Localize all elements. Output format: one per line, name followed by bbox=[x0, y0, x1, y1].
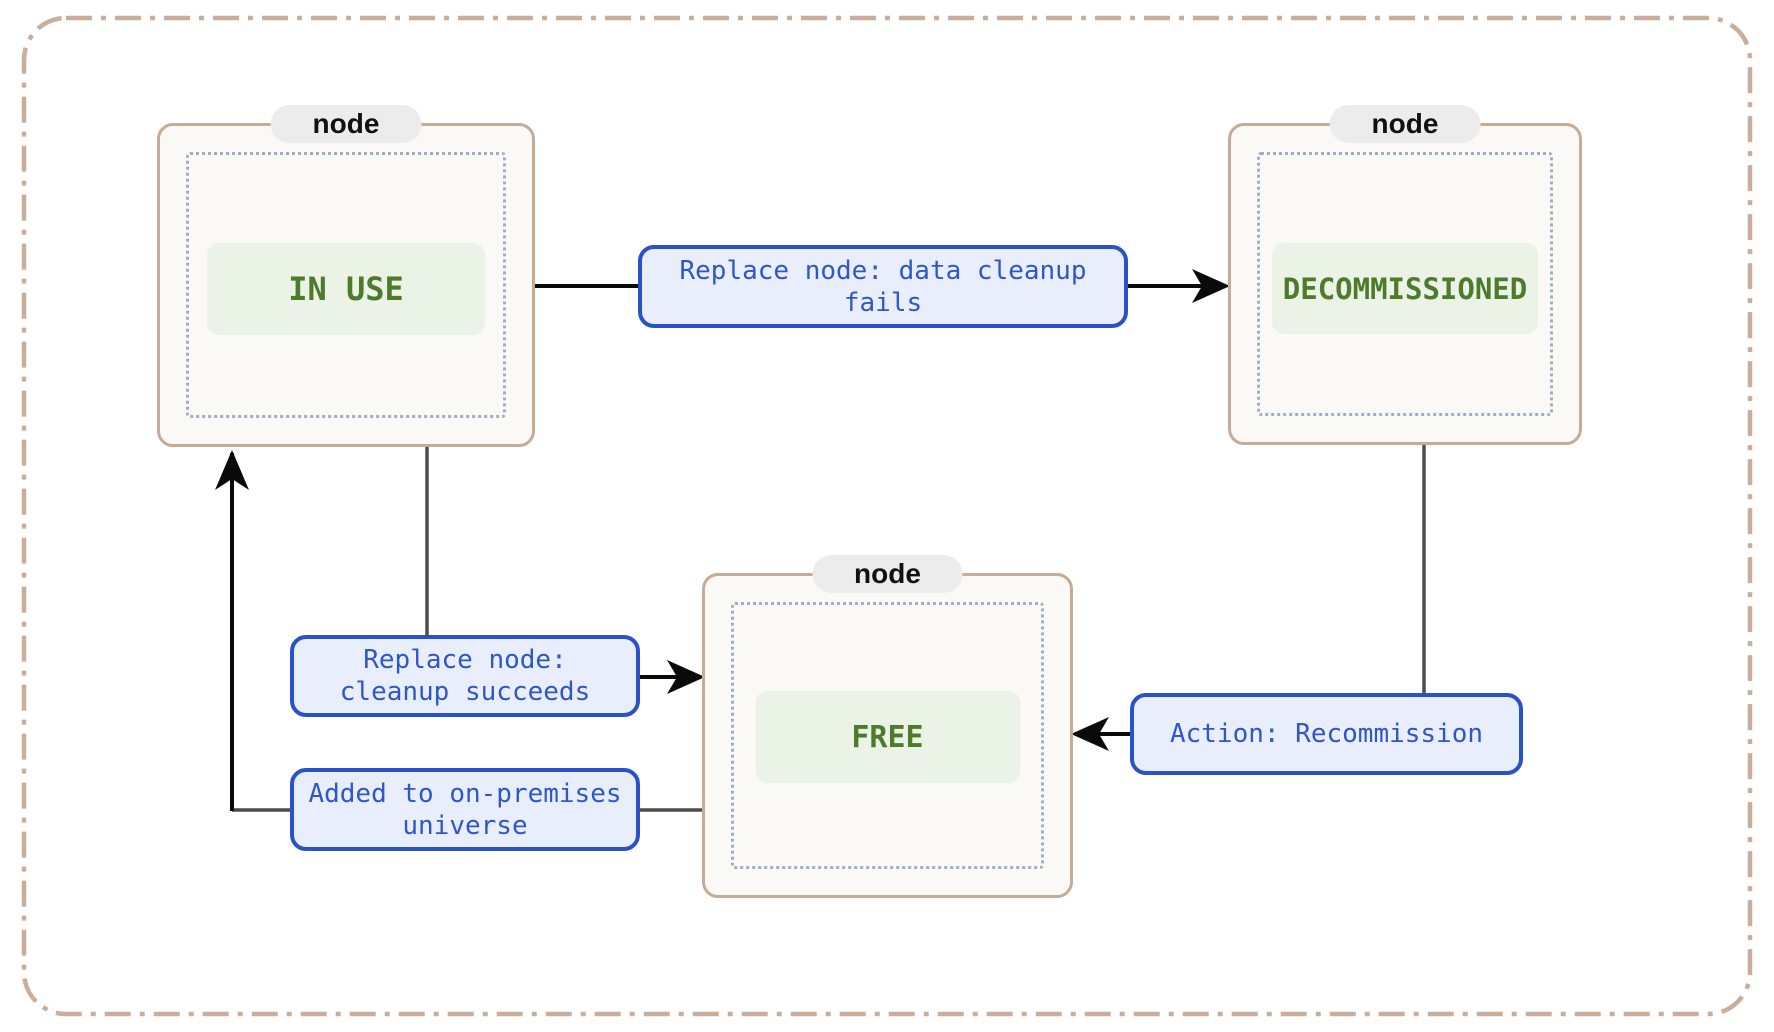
node-in-use-tab: node bbox=[270, 105, 422, 143]
node-decommissioned: node DECOMMISSIONED bbox=[1228, 105, 1582, 445]
arrowhead-into-inuse bbox=[215, 450, 249, 490]
arrowhead-into-decommissioned bbox=[1192, 269, 1230, 303]
node-free: node FREE bbox=[702, 555, 1073, 898]
edge-label-replace-succeeds: Replace node: cleanup succeeds bbox=[290, 635, 640, 717]
arrowhead-into-free-left bbox=[667, 660, 705, 694]
node-decommissioned-tab: node bbox=[1329, 105, 1481, 143]
node-in-use-dotted-border bbox=[186, 152, 506, 418]
arrowhead-into-free-right bbox=[1071, 717, 1109, 751]
edge-label-replace-succeeds-line2: cleanup succeeds bbox=[339, 677, 591, 707]
state-pill-decommissioned: DECOMMISSIONED bbox=[1272, 243, 1538, 334]
edge-label-recommission-line1: Action: Recommission bbox=[1169, 719, 1484, 749]
state-pill-in-use: IN USE bbox=[207, 243, 485, 335]
state-label-decommissioned: DECOMMISSIONED bbox=[1282, 271, 1528, 306]
edge-label-replace-succeeds-line1: Replace node: bbox=[363, 645, 567, 675]
node-in-use: node IN USE bbox=[157, 105, 535, 447]
state-pill-free: FREE bbox=[755, 691, 1020, 783]
edge-label-added-universe: Added to on-premises universe bbox=[290, 768, 640, 851]
state-label-in-use: IN USE bbox=[288, 270, 404, 308]
edge-label-added-universe-line2: universe bbox=[402, 810, 528, 841]
edge-label-replace-fails: Replace node: data cleanup fails bbox=[638, 245, 1128, 328]
edge-label-recommission: Action: Recommission bbox=[1130, 693, 1523, 775]
edge-label-added-universe-line1: Added to on-premises bbox=[308, 778, 622, 809]
node-free-dotted-border bbox=[731, 602, 1044, 869]
node-free-tab: node bbox=[812, 555, 963, 593]
edge-label-replace-fails-line2: fails bbox=[843, 287, 923, 318]
outer-dashed-border bbox=[21, 15, 1753, 1017]
node-decommissioned-dotted-border bbox=[1257, 152, 1553, 416]
state-label-free: FREE bbox=[851, 719, 924, 755]
edge-label-replace-fails-line1: Replace node: data cleanup bbox=[679, 255, 1087, 286]
